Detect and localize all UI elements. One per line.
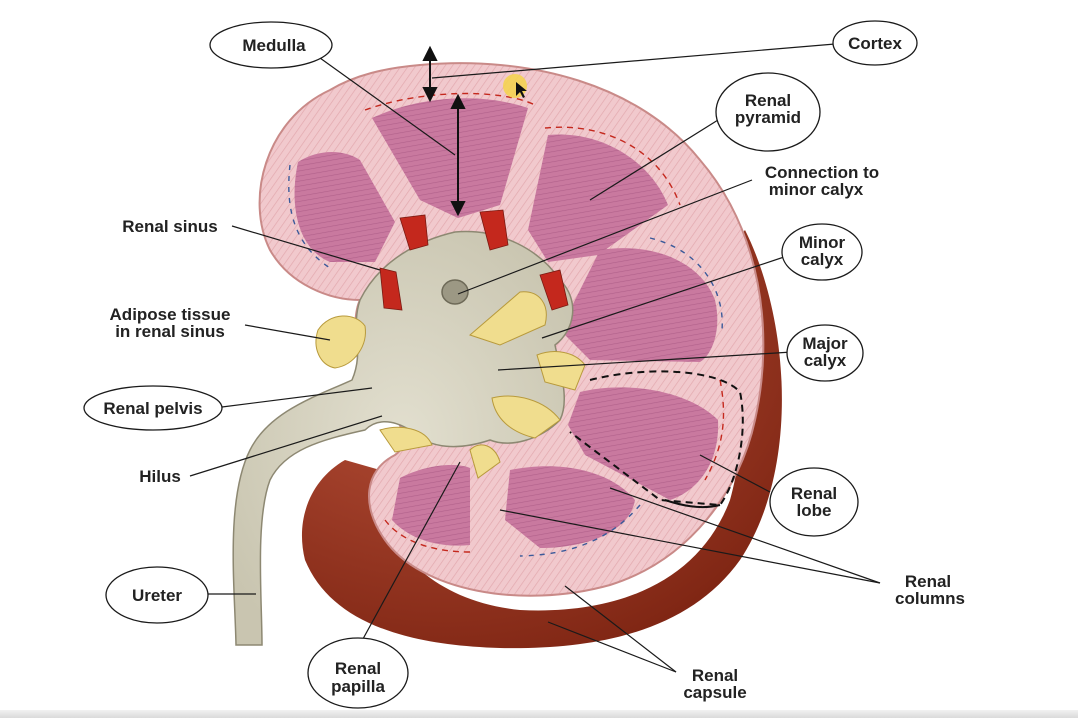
segmental-vessels — [379, 209, 569, 311]
label-adipose-line1: Adipose tissue — [110, 305, 231, 324]
label-renal-capsule-line2: capsule — [683, 683, 746, 702]
cortex-oval — [832, 20, 918, 66]
renal-lobe-edge — [664, 499, 721, 509]
major-calyx-oval — [786, 324, 864, 382]
minor-calyx-oval — [781, 223, 863, 281]
leader-lines — [189, 43, 881, 673]
label-major-calyx-line2: calyx — [804, 351, 847, 370]
label-renal-capsule-line1: Renal — [692, 666, 738, 685]
label-minor-calyx-line1: Minor — [799, 233, 846, 252]
label-renal-lobe-line2: lobe — [797, 501, 832, 520]
label-renal-lobe-line1: Renal — [791, 484, 837, 503]
renal-lobe-oval — [769, 467, 859, 537]
label-medulla: Medulla — [242, 36, 306, 55]
ureter-oval — [105, 566, 209, 624]
pyramid-lower-right — [568, 387, 719, 500]
label-connection-line2: minor calyx — [769, 180, 864, 199]
calyx-opening — [441, 279, 469, 305]
pyramid-upper-left — [294, 152, 395, 262]
label-cortex: Cortex — [848, 34, 902, 53]
window-bottom-edge — [0, 710, 1078, 718]
labels: Medulla Cortex Renal pyramid Connection … — [103, 34, 965, 702]
label-ovals — [83, 20, 918, 709]
label-renal-pelvis: Renal pelvis — [103, 399, 202, 418]
label-connection-line1: Connection to — [765, 163, 879, 182]
adipose-tissue — [315, 291, 586, 479]
pyramid-bottom — [505, 466, 635, 548]
label-ureter: Ureter — [132, 586, 182, 605]
pyramid-bottom-left — [392, 465, 470, 546]
pyramid-top — [372, 98, 528, 218]
label-renal-pyramid-line1: Renal — [745, 91, 791, 110]
label-renal-columns-line2: columns — [895, 589, 965, 608]
label-renal-columns-line1: Renal — [905, 572, 951, 591]
renal-papilla-oval — [307, 637, 409, 709]
label-minor-calyx-line2: calyx — [801, 250, 844, 269]
medulla-oval — [209, 21, 333, 69]
label-renal-sinus: Renal sinus — [122, 217, 217, 236]
cursor-arrow-icon — [516, 82, 527, 98]
arcuate-vessels — [288, 92, 725, 557]
pyramid-upper-right — [528, 134, 668, 262]
renal-pyramids — [294, 98, 719, 548]
label-adipose-line2: in renal sinus — [115, 322, 225, 341]
thickness-arrows — [422, 45, 466, 217]
renal-pelvis-oval — [83, 385, 223, 431]
label-renal-pyramid-line2: pyramid — [735, 108, 801, 127]
label-renal-papilla-line1: Renal — [335, 659, 381, 678]
label-hilus: Hilus — [139, 467, 181, 486]
label-renal-papilla-line2: papilla — [331, 677, 385, 696]
renal-lobe-outline — [569, 370, 744, 507]
renal-pyramid-oval — [715, 72, 821, 152]
label-major-calyx-line1: Major — [802, 334, 848, 353]
